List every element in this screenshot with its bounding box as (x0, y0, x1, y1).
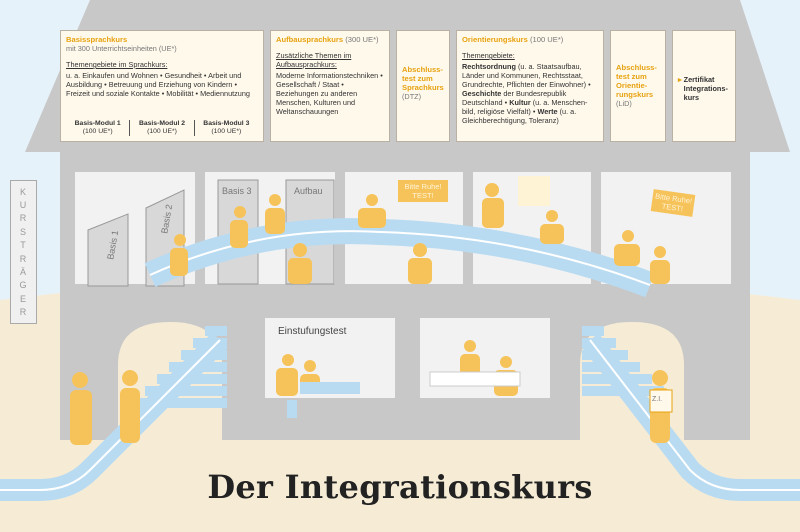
aufbau-title-line: Aufbausprachkurs (300 UE*) (276, 35, 379, 44)
exit-path-line (589, 339, 800, 491)
base-gap (55, 440, 755, 452)
aufbau-heading: Zusätzliche Themen im Aufbausprachkurs: (276, 51, 352, 69)
zertifikat-title: Zertifikat Integrations­kurs (683, 75, 728, 102)
learning-path-line (149, 230, 651, 286)
orient-heading: Themengebiete: (462, 51, 515, 60)
side-label-letter: U (19, 200, 28, 211)
basis-title: Basissprachkurs (66, 35, 128, 44)
side-label-letter: K (19, 186, 27, 197)
side-label-letter: G (19, 280, 28, 291)
side-label-letter: R (19, 213, 28, 224)
label-einstufungstest: Einstufungstest (278, 326, 347, 337)
map-board (518, 176, 550, 206)
module-3: Basis-Modul 3(100 UE*) (193, 120, 258, 136)
certificate-paper (649, 389, 673, 413)
side-label-letter: R (19, 253, 28, 264)
orient-body: Rechtsordnung (u. a. Staatsaufbau, Lände… (462, 62, 591, 125)
label-aufbau: Aufbau (294, 186, 323, 196)
side-label-letter: Ä (19, 267, 27, 278)
basis-heading: Themengebiete im Sprachkurs: (66, 60, 168, 69)
people-figures (70, 183, 670, 445)
entry-path-line (0, 339, 221, 491)
module-2: Basis-Modul 2(100 UE*) (129, 120, 193, 136)
panel-basissprachkurs: Basissprachkurs mit 300 Unterrichtseinhe… (60, 30, 264, 142)
module-1: Basis-Modul 1(100 UE*) (74, 120, 121, 135)
panel-abschluss-orientierung: Abschluss­test zum Orientie­rungskurs (L… (610, 30, 666, 142)
label-basis3: Basis 3 (222, 186, 252, 196)
side-label-letter: E (19, 293, 27, 304)
zertifikat-line: ▸ Zertifikat Integrations­kurs (678, 75, 730, 102)
side-label-letter: T (20, 240, 27, 251)
panel-abschluss-sprachkurs: Abschluss­test zum Sprachkurs (DTZ) (396, 30, 450, 142)
desk-lower-right (429, 371, 521, 387)
panel-zertifikat: ▸ Zertifikat Integrations­kurs (672, 30, 736, 142)
label-zi: Z.I. (652, 396, 663, 403)
desk-einstufung (300, 382, 360, 394)
abschluss-orient-title: Abschluss­test zum Orientie­rungskurs (616, 63, 657, 99)
basis-body: u. a. Einkaufen und Wohnen • Gesundheit … (66, 71, 250, 98)
panel-aufbausprachkurs: Aufbausprachkurs (300 UE*) Zusätzliche T… (270, 30, 390, 142)
abschluss-sprach-title: Abschluss­test zum Sprachkurs (402, 65, 444, 92)
page-title: Der Integrationskurs (207, 468, 593, 506)
sign-bitte-ruhe-1: Bitte Ruhe! TEST! (398, 180, 448, 202)
panel-orientierungskurs: Orientierungskurs (100 UE*) Themengebiet… (456, 30, 604, 142)
door-basis1 (87, 213, 129, 287)
side-label-letter: R (19, 307, 28, 318)
arrow-icon: ▸ (678, 75, 682, 84)
side-label-letter: S (19, 226, 27, 237)
orient-title-line: Orientierungskurs (100 UE*) (462, 35, 564, 44)
abschluss-orient-abbr: (LiD) (616, 99, 632, 108)
basis-subtitle: mit 300 Unterrichtseinheiten (UE*) (66, 44, 177, 53)
basis-modules: Basis-Modul 1(100 UE*) Basis-Modul 2(100… (66, 120, 258, 136)
aufbau-body: Moderne Informationstech­niken • Gesells… (276, 71, 383, 116)
abschluss-sprach-abbr: (DTZ) (402, 92, 422, 101)
